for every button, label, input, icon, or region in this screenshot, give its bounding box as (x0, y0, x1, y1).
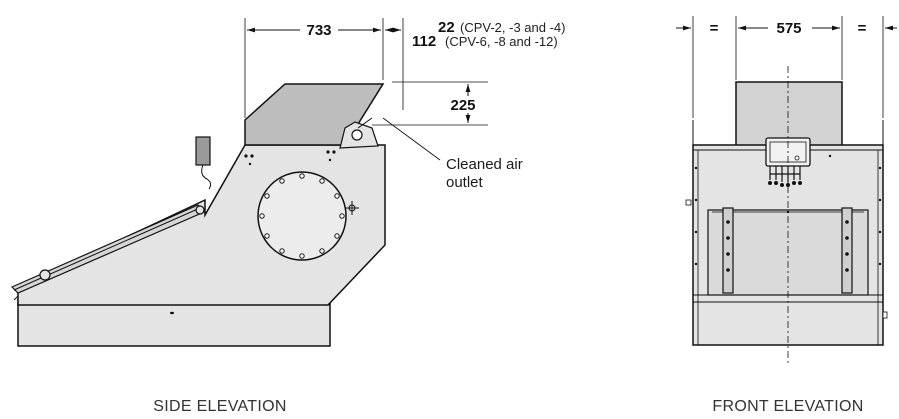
side-offset-note-line1: (CPV-2, -3 and -4) (460, 20, 566, 35)
side-control-box (195, 136, 211, 166)
side-elevation-label: SIDE ELEVATION (153, 398, 286, 415)
front-elevation-view: = 575 = FRONT ELEVATION (676, 16, 897, 415)
crosshair-icon (345, 201, 359, 215)
side-width-dimension: 733 (306, 22, 331, 39)
front-control-cables (769, 166, 801, 182)
side-base-plinth (17, 299, 331, 347)
side-inspection-port (257, 171, 347, 261)
front-equal-left: = (710, 20, 719, 37)
callout-cleaned-air-line2: outlet (446, 174, 484, 191)
callout-cleaned-air-line1: Cleaned air (446, 156, 523, 173)
front-width-dimension: 575 (776, 20, 801, 37)
side-offset-dimension-line2: 112 (412, 33, 436, 50)
front-clamp-left (722, 207, 734, 294)
side-offset-note-line2: (CPV-6, -8 and -12) (445, 34, 558, 49)
front-equal-right: = (858, 20, 867, 37)
side-elevation-view: 733 22 (CPV-2, -3 and -4) 112 (CPV-6, -8… (10, 18, 566, 415)
side-port-bolts (259, 173, 345, 259)
side-small-bolts (244, 150, 336, 166)
front-clamp-right (841, 207, 853, 294)
side-offset-dimension-line1: 22 (438, 19, 455, 36)
front-elevation-label: FRONT ELEVATION (712, 398, 863, 415)
side-height-dimension: 225 (450, 97, 475, 114)
